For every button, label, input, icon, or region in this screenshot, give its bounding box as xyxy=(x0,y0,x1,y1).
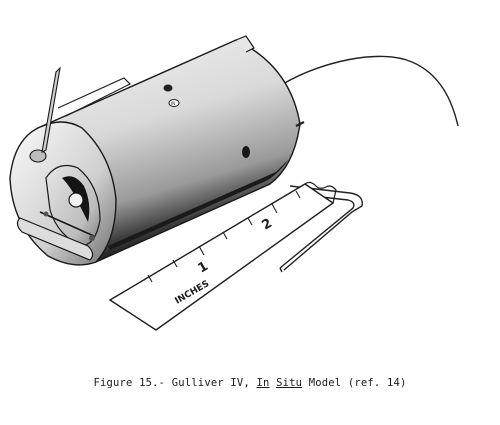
probe-pin xyxy=(41,66,61,153)
caption-suffix: Model (ref. 14) xyxy=(302,377,407,389)
inch-ruler: 1 2 INCHES xyxy=(108,181,337,331)
caption-situ: Situ xyxy=(276,377,303,389)
antenna-wire xyxy=(282,55,459,127)
figure-caption: Figure 15.- Gulliver IV, In Situ Model (… xyxy=(0,377,500,389)
gulliver-iv-illustration: 1 2 INCHES IN xyxy=(9,35,459,331)
can-marking: IN xyxy=(171,101,175,106)
top-wire xyxy=(57,77,132,117)
front-end-cap xyxy=(9,121,117,266)
support-frame xyxy=(279,185,363,273)
caption-in: In xyxy=(256,377,270,389)
caption-prefix: Figure 15.- Gulliver IV, xyxy=(93,377,257,389)
